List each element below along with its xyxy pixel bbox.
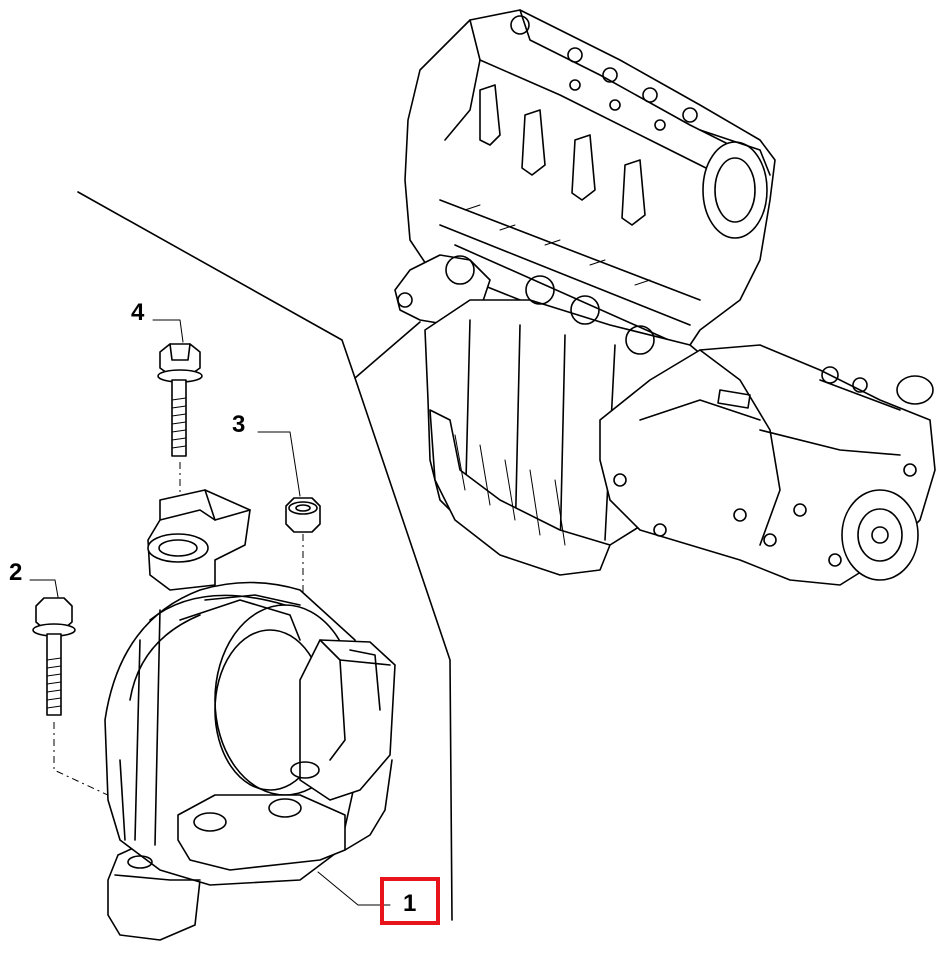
engine-assembly — [394, 9, 936, 586]
callout-label-2: 2 — [9, 559, 22, 586]
bolt-part-2 — [29, 579, 76, 716]
bolt-part-4 — [152, 319, 203, 457]
callout-label-3: 3 — [232, 411, 245, 438]
callout-label-1: 1 — [403, 890, 416, 917]
callout-leaders — [317, 871, 391, 906]
nut-part-3 — [257, 431, 321, 533]
callout-label-4: 4 — [131, 299, 145, 326]
engine-mount-part-1 — [104, 489, 396, 941]
boundary-lines — [77, 191, 453, 921]
highlight-box-part-1[interactable] — [380, 877, 440, 925]
